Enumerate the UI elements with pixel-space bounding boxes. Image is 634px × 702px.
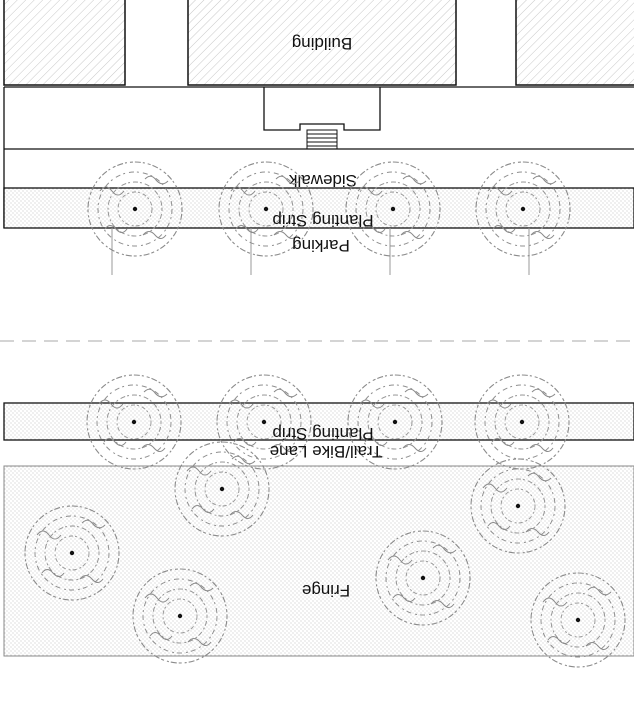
fringe-area xyxy=(3,465,634,657)
sidewalk-label: Sidewalk xyxy=(288,171,357,190)
parking-label: Parking xyxy=(292,236,350,255)
fringe-label: Fringe xyxy=(302,581,350,600)
entry-stoop xyxy=(263,87,381,131)
trail-bike-lane-label: Trail/Bike Lane xyxy=(270,442,383,461)
entry-steps xyxy=(306,129,338,150)
building-right-part xyxy=(515,0,634,86)
planting-strip-bottom xyxy=(3,402,634,441)
sidewalk-band: Sidewalk xyxy=(4,148,634,190)
entry-area xyxy=(3,86,634,228)
planting-strip-top xyxy=(3,187,634,229)
building-label: Building xyxy=(292,34,353,53)
building-left-part xyxy=(3,0,126,86)
building-block: Building xyxy=(3,0,634,86)
planting-strip-top-label: Planting Strip xyxy=(272,211,373,230)
planting-strip-bottom-label: Planting Strip xyxy=(272,424,373,443)
building-center-part xyxy=(187,0,457,86)
